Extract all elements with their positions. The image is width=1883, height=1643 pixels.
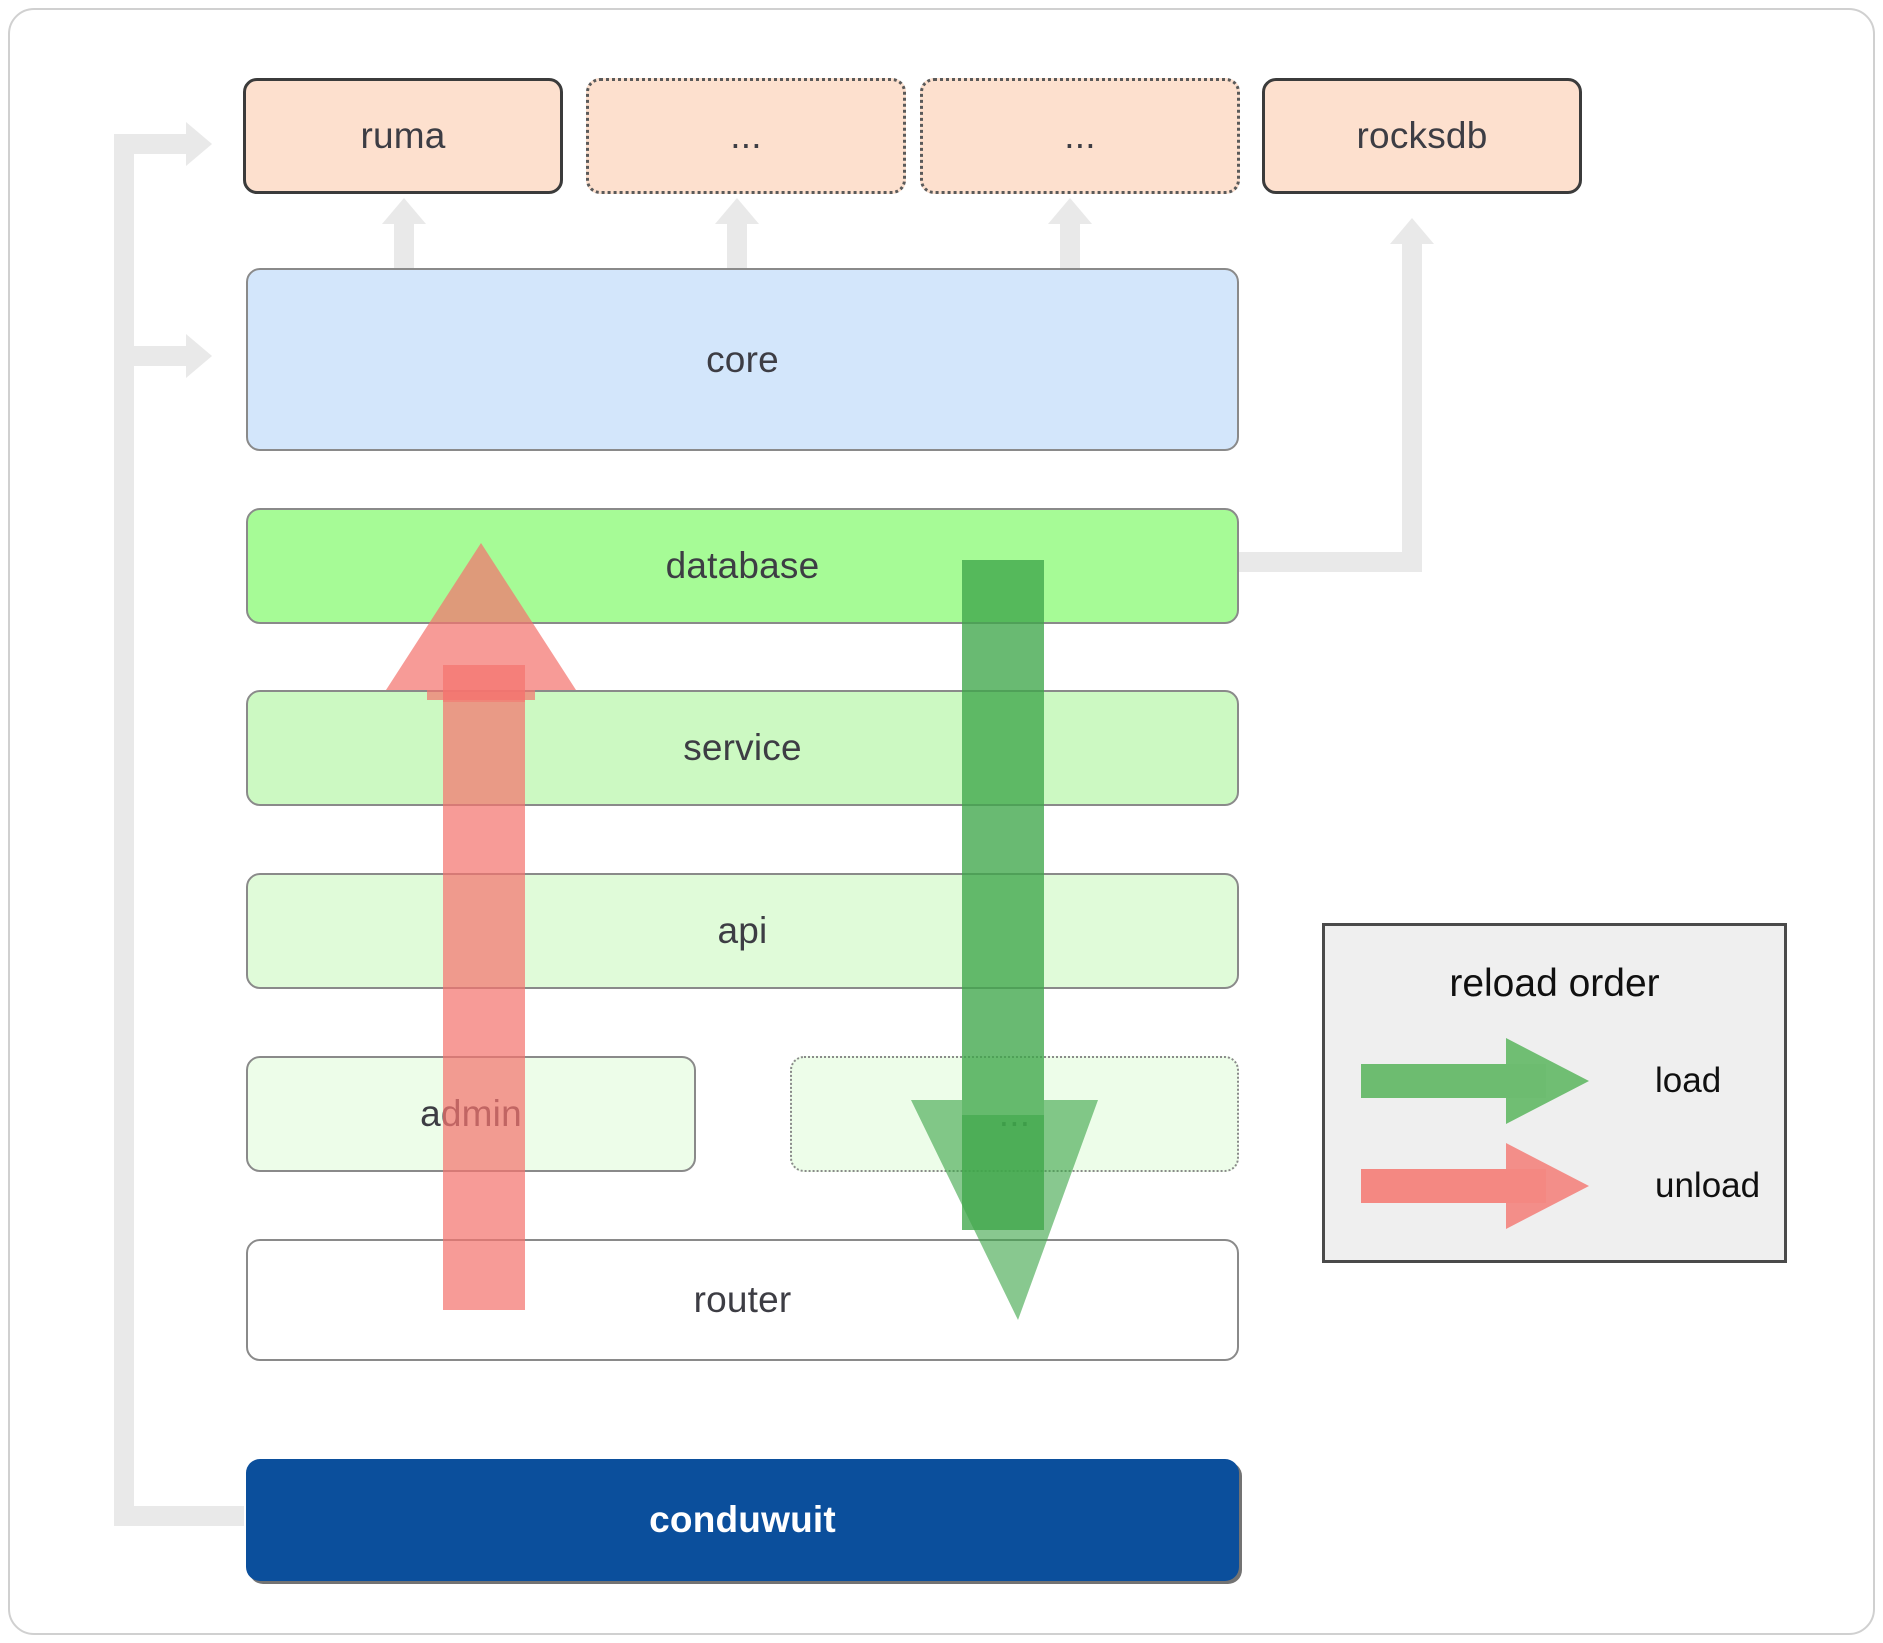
load-arrow [900,560,1110,1335]
legend-load-shaft [1361,1064,1546,1098]
node-external-dots-2[interactable]: ... [920,78,1240,194]
node-api-label: api [717,910,768,951]
connector-to-core [114,346,186,366]
node-router-label: router [693,1279,792,1320]
node-core[interactable]: core [246,268,1239,451]
node-rocksdb-label: rocksdb [1356,115,1488,156]
node-external-dots-2-label: ... [1064,115,1096,156]
node-rocksdb[interactable]: rocksdb [1262,78,1582,194]
node-ruma[interactable]: ruma [243,78,563,194]
node-api[interactable]: api [246,873,1239,989]
legend-unload-shaft [1361,1169,1546,1203]
load-arrow-head [911,1100,1098,1320]
unload-arrow-head [386,543,576,700]
connector-arrowhead-core-ruma [382,198,426,224]
node-external-dots-1-label: ... [730,115,762,156]
connector-arrowhead-core [186,334,212,378]
legend-title: reload order [1449,962,1660,1005]
unload-arrow-overlap [443,690,525,702]
legend-label-unload: unload [1655,1166,1761,1205]
node-router[interactable]: router [246,1239,1239,1361]
connector-core-to-dots1-v [727,222,747,270]
node-core-label: core [706,338,779,380]
connector-left-spine [114,134,134,1526]
node-service-label: service [683,727,802,768]
unload-arrow-shaft [443,665,525,1310]
node-service[interactable]: service [246,690,1239,806]
legend-unload-head [1506,1143,1589,1229]
connector-core-to-ruma-v [394,222,414,270]
connector-database-to-rocksdb-v [1402,244,1422,564]
connector-core-to-dots2-v [1060,222,1080,270]
legend-label-load: load [1655,1061,1722,1100]
connector-database-to-rocksdb-h [1232,552,1422,572]
node-ruma-label: ruma [360,115,446,156]
legend-row-load [1361,1036,1611,1126]
connector-arrowhead-ruma [186,122,212,166]
legend-load-head [1506,1038,1589,1124]
node-database[interactable]: database [246,508,1239,624]
connector-arrowhead-rocksdb [1390,218,1434,244]
legend-panel: reload order load unload [1322,923,1787,1263]
connector-arrowhead-core-dots1 [715,198,759,224]
connector-to-ruma [114,134,186,154]
node-external-dots-1[interactable]: ... [586,78,906,194]
connector-arrowhead-core-dots2 [1048,198,1092,224]
node-conduwuit-label: conduwuit [649,1499,836,1540]
legend-row-unload [1361,1141,1611,1231]
connector-conduwuit-stub [114,1506,244,1526]
node-conduwuit[interactable]: conduwuit [246,1459,1239,1581]
node-database-label: database [665,545,820,586]
unload-arrow [386,540,590,1320]
